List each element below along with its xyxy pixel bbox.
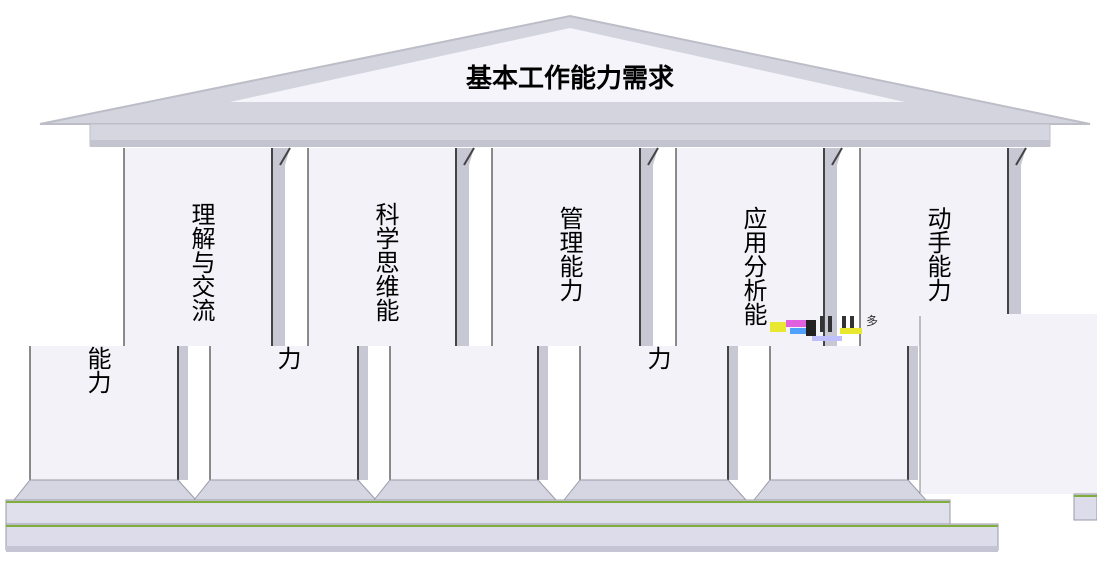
pillar-1-lower — [12, 346, 198, 501]
pillar-2-upper — [307, 147, 475, 346]
pillar-2-label-fragment: 力 — [273, 346, 301, 370]
pillar-3-upper — [491, 147, 659, 346]
pillar-2-label: 科学思维能 — [371, 202, 399, 322]
pillar-5-label: 动手能力 — [923, 206, 951, 302]
pillar-5-lower — [752, 346, 928, 501]
roof-inner — [230, 28, 905, 102]
lower-pillars — [12, 346, 928, 501]
roof-beam-shadow — [90, 140, 1050, 147]
pillar-5-upper — [859, 147, 1027, 346]
pillar-4-upper — [675, 147, 843, 346]
pillar-1-upper — [123, 147, 291, 346]
upper-label-layer: 理解与交流 科学思维能 管理能力 应用分析能 动手能力 — [187, 202, 951, 326]
pillar-1-label-fragment: 能力 — [83, 346, 111, 394]
pillar-1-label: 理解与交流 — [187, 202, 215, 322]
glitch-artifacts — [770, 314, 1097, 521]
base-steps — [5, 499, 999, 552]
pillar-3-lower — [372, 346, 558, 501]
pillar-3-label: 管理能力 — [555, 206, 583, 302]
upper-pillars — [123, 147, 1027, 346]
diagram-title: 基本工作能力需求 — [465, 64, 674, 94]
glitch-text: 多 — [866, 314, 879, 328]
pillar-4-lower — [562, 346, 748, 501]
pillar-4-label: 应用分析能 — [739, 206, 767, 326]
pillar-4-label-fragment: 力 — [643, 346, 671, 370]
